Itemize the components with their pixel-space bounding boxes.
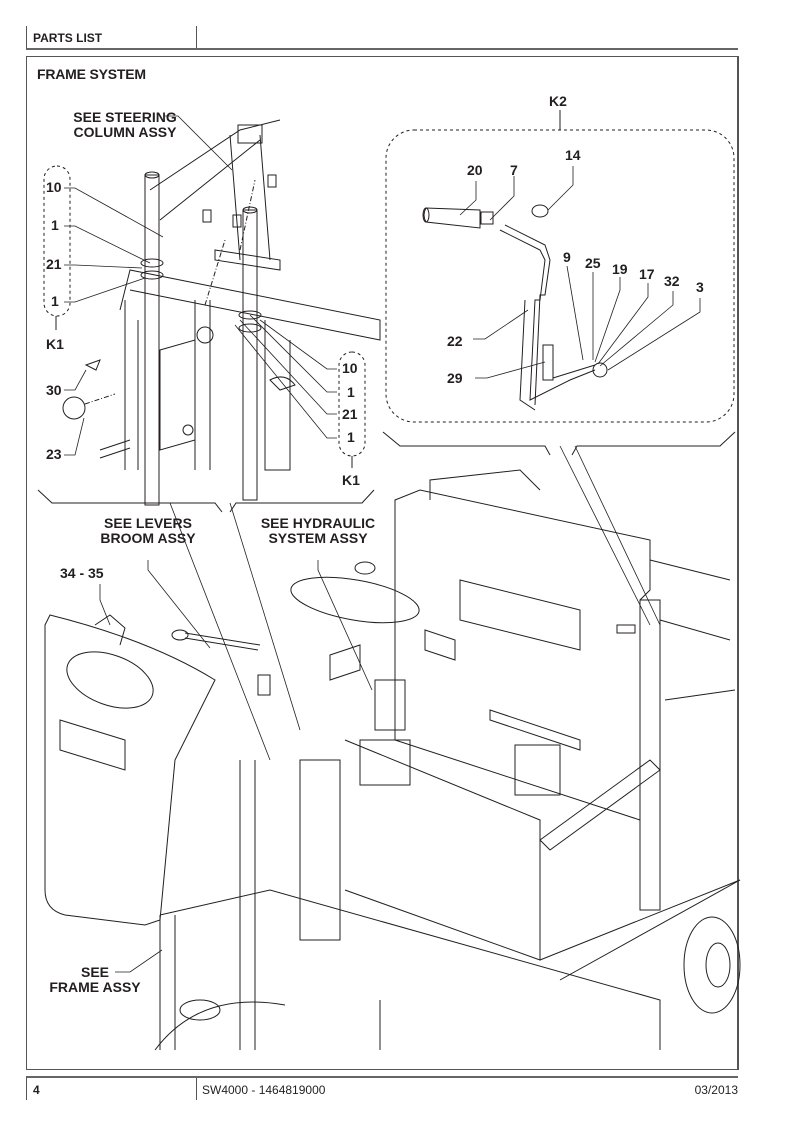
part-number-10: 10 <box>342 360 358 376</box>
see-frame-assy-callout: SEE FRAME ASSY <box>36 965 154 995</box>
part-number-20: 20 <box>467 162 483 178</box>
part-number-32: 32 <box>664 273 680 289</box>
part-number-34-35: 34 - 35 <box>60 565 104 581</box>
callout-line-2: BROOM ASSY <box>100 530 196 546</box>
part-number-10: 10 <box>46 179 62 195</box>
part-number-9: 9 <box>563 249 571 265</box>
part-number-23: 23 <box>46 446 62 462</box>
steering-column-detail <box>62 119 381 506</box>
callout-line-2: COLUMN ASSY <box>73 124 177 140</box>
k1-left-box <box>43 165 71 317</box>
k2-lever-detail <box>422 204 608 411</box>
callout-line-2: SYSTEM ASSY <box>268 530 368 546</box>
callout-line-1: SEE HYDRAULIC <box>260 515 376 531</box>
part-number-1: 1 <box>51 217 59 233</box>
page-number: 4 <box>33 1083 40 1097</box>
header-divider <box>196 26 197 48</box>
part-number-19: 19 <box>612 261 628 277</box>
callout-line-1: SEE LEVERS <box>104 515 192 531</box>
part-number-14: 14 <box>565 147 581 163</box>
part-number-21: 21 <box>342 406 358 422</box>
part-number-30: 30 <box>46 382 62 398</box>
callout-line-2: FRAME ASSY <box>49 979 141 995</box>
part-number-3: 3 <box>696 279 704 295</box>
figure-title: FRAME SYSTEM <box>37 66 146 82</box>
document-reference: SW4000 - 1464819000 <box>202 1083 326 1097</box>
k1-bracket <box>37 489 375 513</box>
part-number-29: 29 <box>447 370 463 386</box>
section-title: PARTS LIST <box>33 31 103 45</box>
part-number-1: 1 <box>347 429 355 445</box>
kit-label-k1: K1 <box>46 336 64 352</box>
kit-label-k1: K1 <box>342 472 360 488</box>
part-number-17: 17 <box>639 266 655 282</box>
part-number-25: 25 <box>585 255 601 271</box>
k1-right-box <box>338 351 366 457</box>
see-steering-column-callout: SEE STEERING COLUMN ASSY <box>70 110 180 140</box>
see-levers-broom-callout: SEE LEVERS BROOM ASSY <box>88 516 208 546</box>
part-number-22: 22 <box>447 333 463 349</box>
part-number-1: 1 <box>51 293 59 309</box>
page-header: PARTS LIST <box>26 26 738 50</box>
callout-line-1: SEE STEERING <box>73 109 177 125</box>
figure-frame: FRAME SYSTEM <box>26 56 739 1070</box>
k2-bracket <box>382 431 736 456</box>
part-number-1: 1 <box>347 384 355 400</box>
main-assembly-drawing <box>44 469 741 1051</box>
see-hydraulic-system-callout: SEE HYDRAULIC SYSTEM ASSY <box>248 516 388 546</box>
footer-divider <box>196 1078 197 1100</box>
k2-detail-box <box>385 129 735 423</box>
part-number-7: 7 <box>510 162 518 178</box>
part-number-21: 21 <box>46 256 62 272</box>
leader-lines <box>64 115 701 973</box>
revision-date: 03/2013 <box>694 1083 738 1097</box>
kit-label-k2: K2 <box>549 93 567 109</box>
page-footer: 4 SW4000 - 1464819000 03/2013 <box>26 1076 738 1100</box>
callout-line-1: SEE <box>80 964 109 980</box>
